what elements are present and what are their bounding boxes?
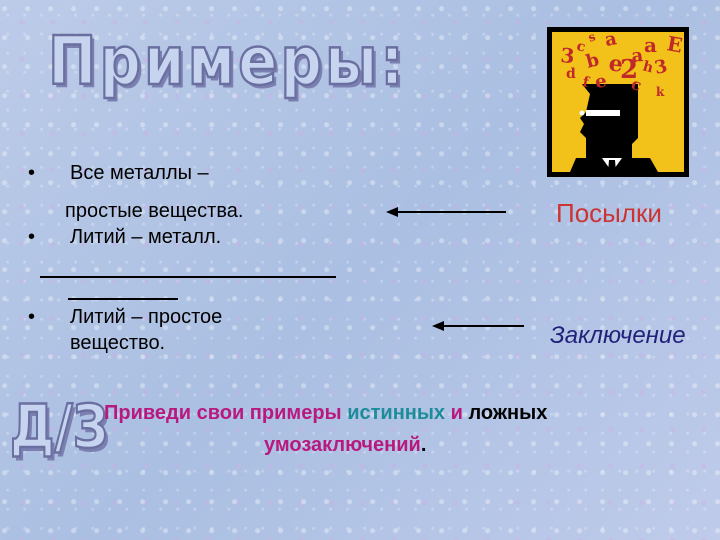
homework-text-part1: Приведи свои примеры: [104, 402, 348, 424]
arrow-left-icon: [386, 207, 506, 217]
head-open-top: [582, 84, 638, 94]
homework-text-period: .: [420, 434, 427, 456]
flying-letter: 3: [653, 56, 670, 79]
flying-letter: E: [665, 31, 684, 57]
flying-letter: 2: [620, 55, 638, 85]
flying-letter: d: [566, 66, 576, 82]
flying-letter: a: [631, 45, 645, 67]
bullet-dot: •: [28, 226, 36, 248]
glasses-icon: [586, 110, 620, 116]
flying-letter: f: [581, 74, 591, 91]
conclusion-line2: вещество.: [70, 332, 166, 354]
homework-text-false: ложных: [468, 402, 548, 424]
flying-letter: s: [586, 29, 597, 45]
homework-label: Д/З: [9, 391, 109, 463]
flying-letter: b: [584, 49, 602, 73]
premise1-line1: Все металлы –: [70, 162, 209, 184]
arrow-left-icon: [432, 321, 524, 331]
flying-letter: k: [656, 85, 665, 99]
tie-icon: [608, 160, 616, 172]
premises-label: Посылки: [556, 198, 662, 228]
flying-letter: e: [594, 71, 608, 93]
flying-letter: 3: [560, 43, 576, 68]
conclusion-line1: Литий – простое: [70, 306, 223, 328]
conclusion-label: Заключение: [550, 322, 686, 349]
homework-line1: Приведи свои примеры истинных и ложных: [104, 402, 547, 425]
separator-line-short: [68, 298, 178, 300]
homework-text-and: и: [445, 402, 469, 424]
flying-letter: c: [575, 38, 587, 55]
premise2-text: Литий – металл.: [70, 226, 222, 248]
bullet-dot: •: [28, 306, 36, 328]
homework-text-true: истинных: [347, 402, 446, 424]
bullet-dot: •: [28, 162, 36, 184]
flying-letter: e: [607, 50, 624, 78]
flying-letter: h: [641, 58, 655, 76]
separator-line-long: [40, 276, 336, 278]
slide-title: Примеры:: [47, 21, 407, 102]
homework-text-inferences: умозаключений: [264, 434, 421, 456]
homework-line2: умозаключений.: [264, 434, 426, 457]
flying-letter: a: [644, 33, 657, 57]
premise1-line2: простые вещества.: [65, 200, 244, 222]
flying-letter: a: [603, 28, 618, 51]
head-silhouette: [580, 94, 638, 158]
